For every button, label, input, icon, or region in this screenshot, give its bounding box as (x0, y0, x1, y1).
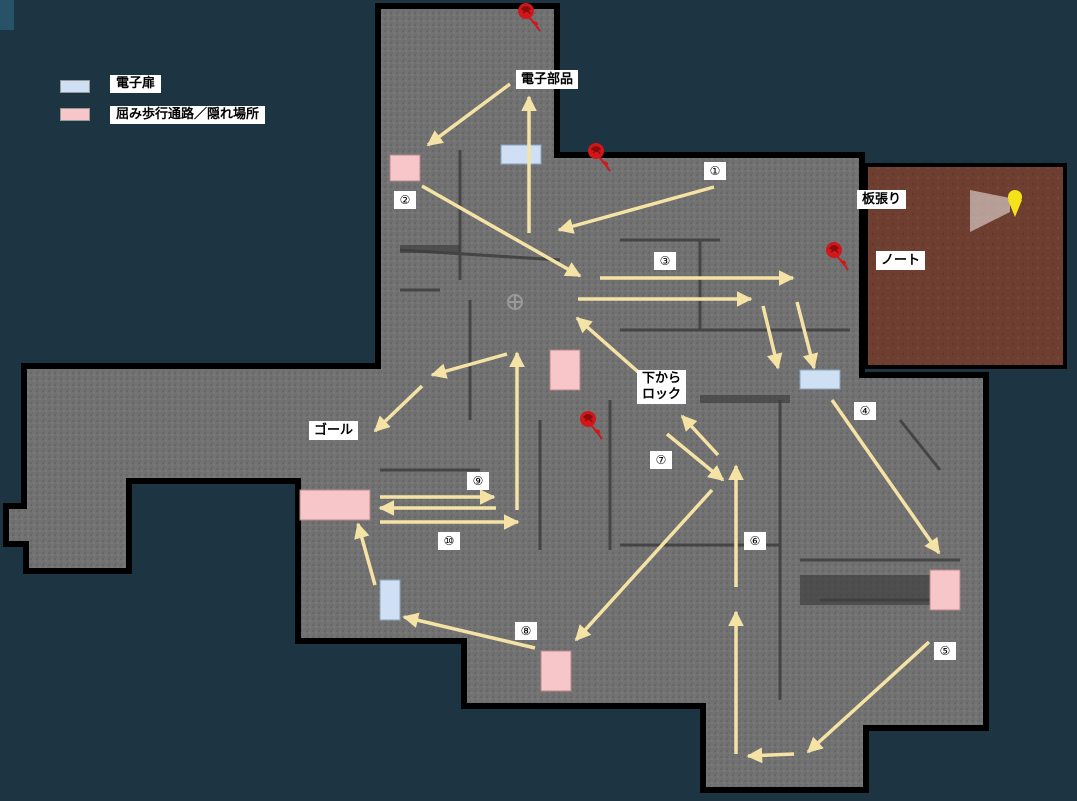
route-arrow (665, 432, 725, 482)
route-arrow (430, 352, 508, 379)
route-arrow (354, 522, 377, 586)
crawl-passage (929, 569, 961, 611)
crawl-passage (540, 650, 572, 692)
route-arrow (830, 398, 941, 555)
label-planks: 板張り (857, 190, 907, 209)
label-locked-from-below: 下から ロック (637, 370, 687, 404)
label-locked-line2: ロック (642, 387, 682, 402)
electronic-door (379, 579, 401, 621)
route-arrow (426, 82, 512, 147)
route-arrow (373, 384, 424, 433)
label-note: ノート (876, 251, 926, 270)
crawl-passage (389, 154, 421, 182)
route-arrow (575, 316, 647, 380)
route-arrow (806, 640, 931, 754)
step-10: ⑩ (438, 532, 460, 550)
electronic-door (500, 144, 542, 165)
route-arrow (746, 747, 795, 764)
legend-electronic-door-swatch (60, 80, 90, 93)
map-pin-icon (970, 190, 1022, 232)
label-locked-line1: 下から (642, 371, 682, 386)
legend-crawl-passage-swatch (60, 108, 90, 121)
route-arrow (795, 301, 819, 370)
step-2: ② (394, 191, 416, 209)
crawl-passage (549, 349, 581, 391)
step-4: ④ (854, 402, 876, 420)
crawl-passage (299, 489, 371, 521)
step-9: ⑨ (467, 472, 489, 490)
label-electronic-parts: 電子部品 (516, 70, 579, 89)
route-arrow (402, 612, 536, 650)
legend-crawl-passage-label: 屈み歩行通路／隠れ場所 (110, 106, 266, 124)
step-7: ⑦ (650, 451, 672, 469)
electronic-door (799, 369, 841, 390)
step-3: ③ (654, 252, 676, 270)
step-6: ⑥ (744, 532, 766, 550)
route-arrow (574, 488, 714, 642)
step-5: ⑤ (934, 642, 956, 660)
legend-electronic-door-label: 電子扉 (110, 75, 162, 93)
route-arrow (421, 184, 582, 278)
step-8: ⑧ (515, 622, 537, 640)
route-arrow (557, 185, 715, 234)
floor-plan (3, 3, 989, 793)
route-arrow (761, 305, 783, 370)
label-goal: ゴール (309, 421, 359, 440)
step-1: ① (704, 162, 726, 180)
crosshair-icon (507, 294, 523, 310)
route-arrow (680, 414, 720, 457)
